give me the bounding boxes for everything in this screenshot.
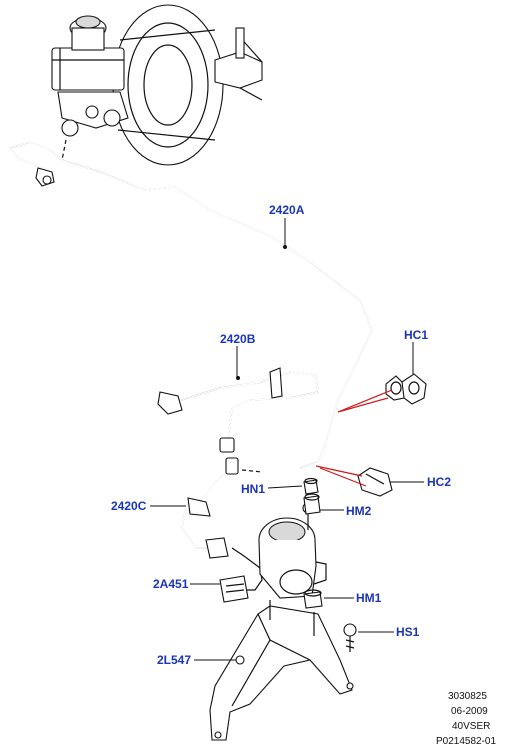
footer-ref-2: 06-2009 bbox=[451, 706, 488, 717]
mount-hm1 bbox=[303, 589, 323, 609]
footer-ref-4: P0214582-01 bbox=[436, 736, 496, 747]
callout-2l547: 2L547 bbox=[157, 653, 191, 667]
highlight-line-hc2-b bbox=[319, 467, 367, 487]
mount-hm2 bbox=[303, 493, 321, 515]
callout-2420c: 2420C bbox=[111, 499, 147, 513]
bolt-hs1 bbox=[343, 623, 357, 652]
vacuum-hose-2420b bbox=[157, 367, 319, 453]
vacuum-hose-2420c bbox=[181, 457, 263, 559]
callout-hc2: HC2 bbox=[427, 475, 451, 489]
callout-hc1: HC1 bbox=[404, 328, 428, 342]
bracket-2l547 bbox=[209, 600, 354, 741]
callout-hn1: HN1 bbox=[241, 482, 265, 496]
callout-2420a: 2420A bbox=[269, 203, 305, 217]
callout-hm2: HM2 bbox=[346, 504, 372, 518]
highlight-line-hc2-a bbox=[315, 465, 363, 477]
clip-hc2 bbox=[357, 467, 393, 497]
vacuum-hose-2420a bbox=[8, 141, 373, 469]
vacuum-pump bbox=[258, 502, 327, 599]
footer-ref-3: 40VSER bbox=[452, 721, 490, 732]
leader-hn1 bbox=[267, 485, 303, 489]
callout-2a451: 2A451 bbox=[153, 577, 189, 591]
nut-hn1 bbox=[303, 477, 319, 495]
footer-ref-1: 3030825 bbox=[448, 691, 487, 702]
brake-booster bbox=[112, 4, 263, 166]
highlight-line-hc1-a bbox=[337, 389, 393, 413]
clip-hc1 bbox=[385, 373, 427, 405]
highlight-line-hc1-b bbox=[337, 397, 389, 413]
callout-hs1: HS1 bbox=[396, 625, 420, 639]
callout-hm1: HM1 bbox=[356, 591, 382, 605]
callout-2420b: 2420B bbox=[220, 332, 256, 346]
connector-2a451 bbox=[219, 547, 263, 603]
master-cylinder bbox=[51, 15, 129, 161]
